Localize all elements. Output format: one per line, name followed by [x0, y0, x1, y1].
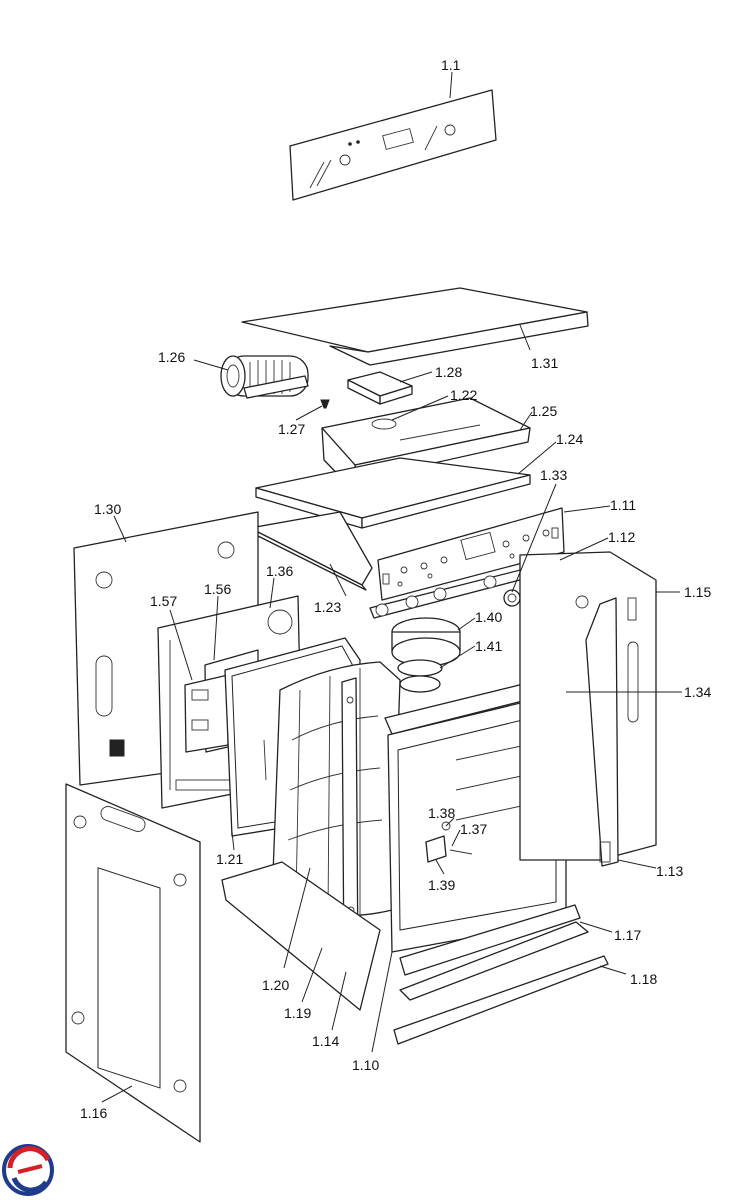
control-board-part — [377, 507, 565, 601]
brand-logo — [2, 1144, 54, 1196]
lower-front-trim-part — [399, 921, 589, 1001]
callout-label: 1.12 — [608, 529, 635, 545]
base-pan-part — [221, 861, 581, 1011]
callout-label: 1.22 — [450, 387, 477, 403]
heat-shield-part — [249, 511, 373, 591]
callout-label: 1.39 — [428, 877, 455, 893]
callout-label: 1.41 — [475, 638, 502, 654]
callout-label: 1.13 — [656, 863, 683, 879]
callout-label: 1.57 — [150, 593, 177, 609]
callout-label: 1.34 — [684, 684, 711, 700]
callout-label: 1.31 — [531, 355, 558, 371]
callout-labels: 1.1 1.31 1.26 1.28 1.22 1.27 1.25 1.24 1… — [80, 57, 711, 1121]
knob-part — [503, 589, 521, 607]
callout-label: 1.37 — [460, 821, 487, 837]
hinge-bracket-part — [184, 674, 229, 753]
callout-label: 1.33 — [540, 467, 567, 483]
callout-label: 1.30 — [94, 501, 121, 517]
callout-label: 1.15 — [684, 584, 711, 600]
screw-part — [320, 399, 330, 409]
callout-label: 1.21 — [216, 851, 243, 867]
knob-rail-part — [369, 559, 567, 619]
callout-label: 1.11 — [610, 497, 636, 513]
callout-label: 1.56 — [204, 581, 231, 597]
upper-insulation-plate-part — [255, 457, 531, 529]
callout-label: 1.14 — [312, 1033, 339, 1049]
callout-label: 1.19 — [284, 1005, 311, 1021]
insulation-block-part — [347, 371, 413, 405]
callout-label: 1.36 — [266, 563, 293, 579]
callout-label: 1.23 — [314, 599, 341, 615]
oven-lamp-part — [425, 821, 473, 863]
top-cover-part — [241, 287, 589, 366]
cooling-fan-part — [220, 355, 309, 399]
callout-label: 1.10 — [352, 1057, 379, 1073]
callout-label: 1.40 — [475, 609, 502, 625]
leader-lines — [101, 71, 682, 1103]
callout-label: 1.20 — [262, 977, 289, 993]
callout-label: 1.27 — [278, 421, 305, 437]
callout-label: 1.28 — [435, 364, 462, 380]
side-rail-part — [585, 597, 637, 867]
callout-label: 1.18 — [630, 971, 657, 987]
callout-label: 1.25 — [530, 403, 557, 419]
callout-label: 1.17 — [614, 927, 641, 943]
callout-label: 1.24 — [556, 431, 583, 447]
callout-label: 1.38 — [428, 805, 455, 821]
left-side-panel-part — [65, 783, 201, 1143]
callout-label: 1.26 — [158, 349, 185, 365]
control-panel-part — [289, 89, 497, 201]
callout-label: 1.1 — [441, 57, 461, 73]
right-side-panel-part — [519, 551, 657, 861]
bottom-rail-part — [393, 955, 609, 1045]
callout-label: 1.16 — [80, 1105, 107, 1121]
convection-fan-part — [391, 617, 461, 693]
